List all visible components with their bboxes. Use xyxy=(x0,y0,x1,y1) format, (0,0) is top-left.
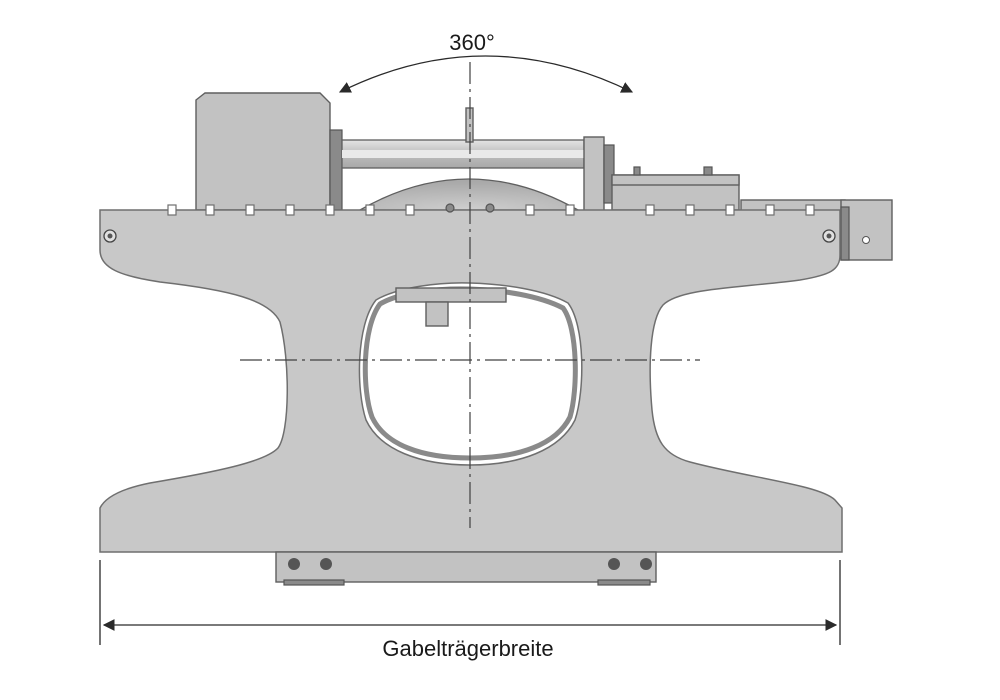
bottom-mounting-bar xyxy=(275,551,657,586)
side-screw-right xyxy=(822,229,836,243)
side-screw-left xyxy=(103,229,117,243)
top-bolts xyxy=(445,203,495,213)
valve-block xyxy=(611,166,740,211)
rotation-arc-arrow xyxy=(338,55,634,93)
rotation-label: 360° xyxy=(449,30,495,55)
carriage-body xyxy=(99,209,843,553)
window-clamp xyxy=(395,287,507,327)
width-label: Gabelträgerbreite xyxy=(382,636,553,661)
drive-motor xyxy=(195,92,343,211)
hydraulic-cylinder xyxy=(341,136,615,212)
bracket-hole xyxy=(862,236,870,244)
top-slots xyxy=(167,204,815,216)
turntable-dome xyxy=(357,178,581,211)
